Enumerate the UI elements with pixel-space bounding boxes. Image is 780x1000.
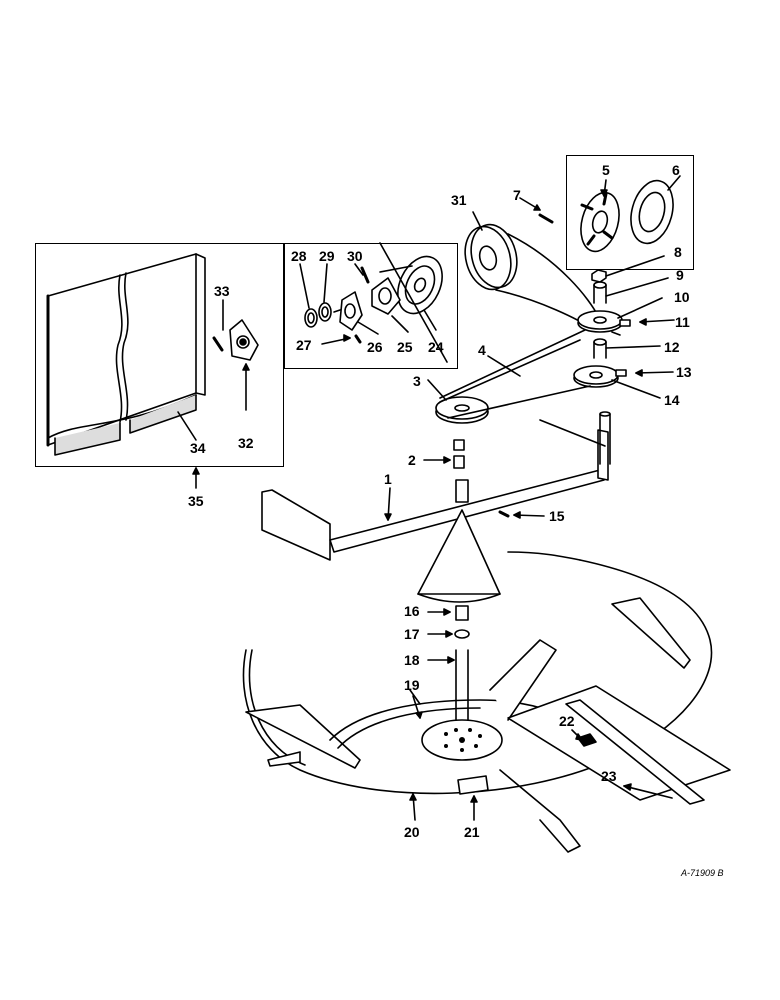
callout-16: 16 bbox=[404, 603, 420, 619]
deflector-cone-drawing bbox=[417, 509, 501, 595]
shield-panel-drawing bbox=[46, 253, 206, 456]
callout-10: 10 bbox=[674, 289, 690, 305]
callout-34: 34 bbox=[190, 440, 206, 456]
bearing-flange-32-drawing bbox=[229, 319, 259, 361]
callout-27: 27 bbox=[296, 337, 312, 353]
callout-23: 23 bbox=[601, 768, 617, 784]
callout-22: 22 bbox=[559, 713, 575, 729]
callout-5: 5 bbox=[602, 162, 610, 178]
callout-29: 29 bbox=[319, 248, 335, 264]
callout-18: 18 bbox=[404, 652, 420, 668]
setscrew-27-drawing bbox=[354, 334, 362, 344]
callout-24: 24 bbox=[428, 339, 444, 355]
callout-4: 4 bbox=[478, 342, 486, 358]
callout-15: 15 bbox=[549, 508, 565, 524]
callout-35: 35 bbox=[188, 493, 204, 509]
bearing-29-drawing bbox=[318, 302, 332, 322]
callout-1: 1 bbox=[384, 471, 392, 487]
inset-box-shield bbox=[35, 243, 284, 467]
callout-31: 31 bbox=[451, 192, 467, 208]
inset-box-pulley-parts bbox=[284, 243, 458, 369]
guard-ring-20-drawing bbox=[242, 559, 713, 795]
pulley-24-drawing bbox=[397, 255, 443, 315]
pulley-14-drawing bbox=[573, 365, 619, 388]
spacer-12-drawing bbox=[593, 338, 607, 359]
callout-13: 13 bbox=[676, 364, 692, 380]
callout-32: 32 bbox=[238, 435, 254, 451]
pulley-31-drawing bbox=[464, 223, 518, 291]
callout-9: 9 bbox=[676, 267, 684, 283]
clutch-ring-6-drawing bbox=[630, 179, 674, 245]
callout-30: 30 bbox=[347, 248, 363, 264]
callout-21: 21 bbox=[464, 824, 480, 840]
callout-6: 6 bbox=[672, 162, 680, 178]
spacer-9-drawing bbox=[593, 281, 607, 304]
bolt-33-drawing bbox=[212, 336, 224, 352]
callout-28: 28 bbox=[291, 248, 307, 264]
callout-7: 7 bbox=[513, 187, 521, 203]
belt-upper-drawing bbox=[507, 233, 599, 317]
bearing-28-drawing bbox=[304, 308, 318, 328]
nut-8-drawing bbox=[591, 269, 607, 283]
callout-3: 3 bbox=[413, 373, 421, 389]
callout-14: 14 bbox=[664, 392, 680, 408]
callout-26: 26 bbox=[367, 339, 383, 355]
callout-20: 20 bbox=[404, 824, 420, 840]
callout-2: 2 bbox=[408, 452, 416, 468]
bolt-7-drawing bbox=[538, 213, 554, 224]
inset-box-clutch bbox=[566, 155, 694, 270]
callout-8: 8 bbox=[674, 244, 682, 260]
drawing-number: A-71909 B bbox=[681, 868, 724, 878]
main-frame-1-drawing bbox=[261, 411, 611, 561]
clutch-hub-5-drawing bbox=[580, 191, 620, 253]
callout-17: 17 bbox=[404, 626, 420, 642]
callout-25: 25 bbox=[397, 339, 413, 355]
callout-11: 11 bbox=[675, 314, 690, 330]
callout-19: 19 bbox=[404, 677, 420, 693]
pulley-10-drawing bbox=[577, 310, 623, 333]
bearing-housing-25-drawing bbox=[371, 277, 401, 315]
callout-33: 33 bbox=[214, 283, 230, 299]
flange-26-drawing bbox=[339, 291, 363, 331]
callout-12: 12 bbox=[664, 339, 680, 355]
bolt-30-drawing bbox=[360, 266, 370, 284]
belt-4-drawing bbox=[439, 339, 591, 419]
